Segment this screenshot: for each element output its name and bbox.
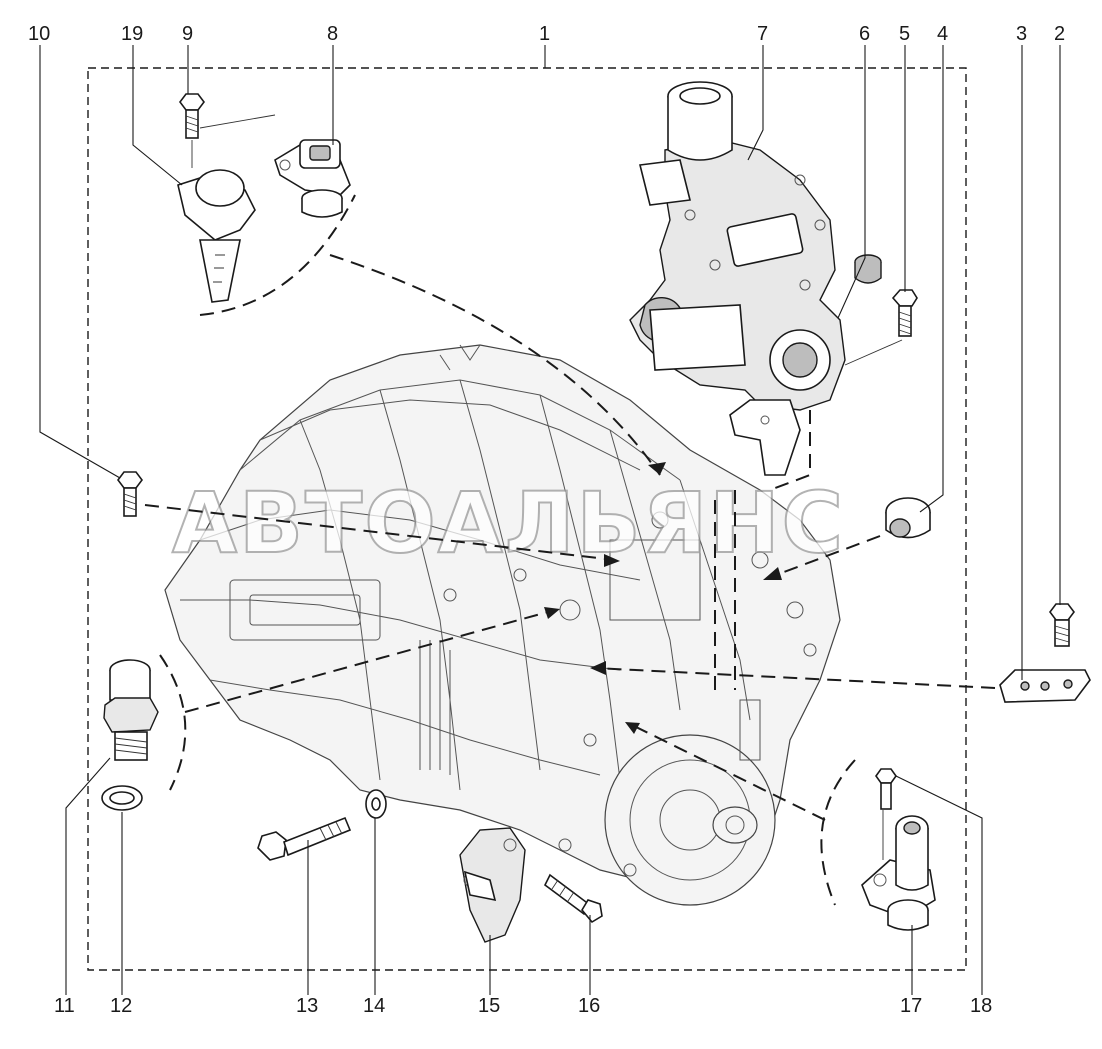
assembly-arrows xyxy=(144,254,996,821)
gear-actuator-part-7 xyxy=(629,81,846,476)
callout-15: 15 xyxy=(478,995,500,1017)
dipstick-cap-part-19 xyxy=(177,169,256,303)
breather-part-4 xyxy=(885,497,931,539)
bolt-part-2 xyxy=(1049,603,1075,647)
plug-part-6 xyxy=(854,254,882,284)
callout-18: 18 xyxy=(970,995,992,1017)
callout-17: 17 xyxy=(900,995,922,1017)
callout-1: 1 xyxy=(539,23,550,45)
kit-boundary xyxy=(87,67,967,971)
callout-4: 4 xyxy=(937,23,948,45)
washer-part-12 xyxy=(101,785,143,811)
leader-lines xyxy=(39,45,1061,995)
sensor-part-8 xyxy=(274,139,351,218)
bolt-part-5 xyxy=(891,289,918,337)
callout-3: 3 xyxy=(1016,23,1027,45)
bolt-part-9 xyxy=(179,93,205,139)
bolt-part-13 xyxy=(257,816,352,861)
callout-5: 5 xyxy=(899,23,910,45)
callout-10: 10 xyxy=(28,23,50,45)
callout-11: 11 xyxy=(54,995,75,1017)
plate-part-3 xyxy=(999,669,1091,703)
callout-6: 6 xyxy=(859,23,870,45)
callout-16: 16 xyxy=(578,995,600,1017)
alignment-lines xyxy=(191,114,903,860)
callout-labels: 10 19 9 8 1 7 6 5 4 3 2 11 12 13 14 15 1… xyxy=(28,23,1065,1017)
group-arc-top-left xyxy=(199,194,356,316)
watermark: АВТОАЛЬЯНС xyxy=(172,474,845,572)
switch-part-11 xyxy=(103,659,159,761)
callout-8: 8 xyxy=(327,23,338,45)
callout-12: 12 xyxy=(110,995,132,1017)
bracket-part-15 xyxy=(459,827,526,943)
group-arc-right xyxy=(820,759,856,906)
washer-part-14 xyxy=(365,789,387,819)
callout-13: 13 xyxy=(296,995,318,1017)
callout-14: 14 xyxy=(363,995,385,1017)
sensor-part-17 xyxy=(861,815,936,931)
callout-19: 19 xyxy=(121,23,143,45)
bolt-part-16 xyxy=(543,873,603,924)
callout-9: 9 xyxy=(182,23,193,45)
callout-2: 2 xyxy=(1054,23,1065,45)
gearbox-housing xyxy=(164,344,841,906)
bolt-part-18 xyxy=(875,768,897,810)
callout-7: 7 xyxy=(757,23,768,45)
group-arc-left xyxy=(159,654,187,791)
bolt-part-10 xyxy=(117,471,143,517)
